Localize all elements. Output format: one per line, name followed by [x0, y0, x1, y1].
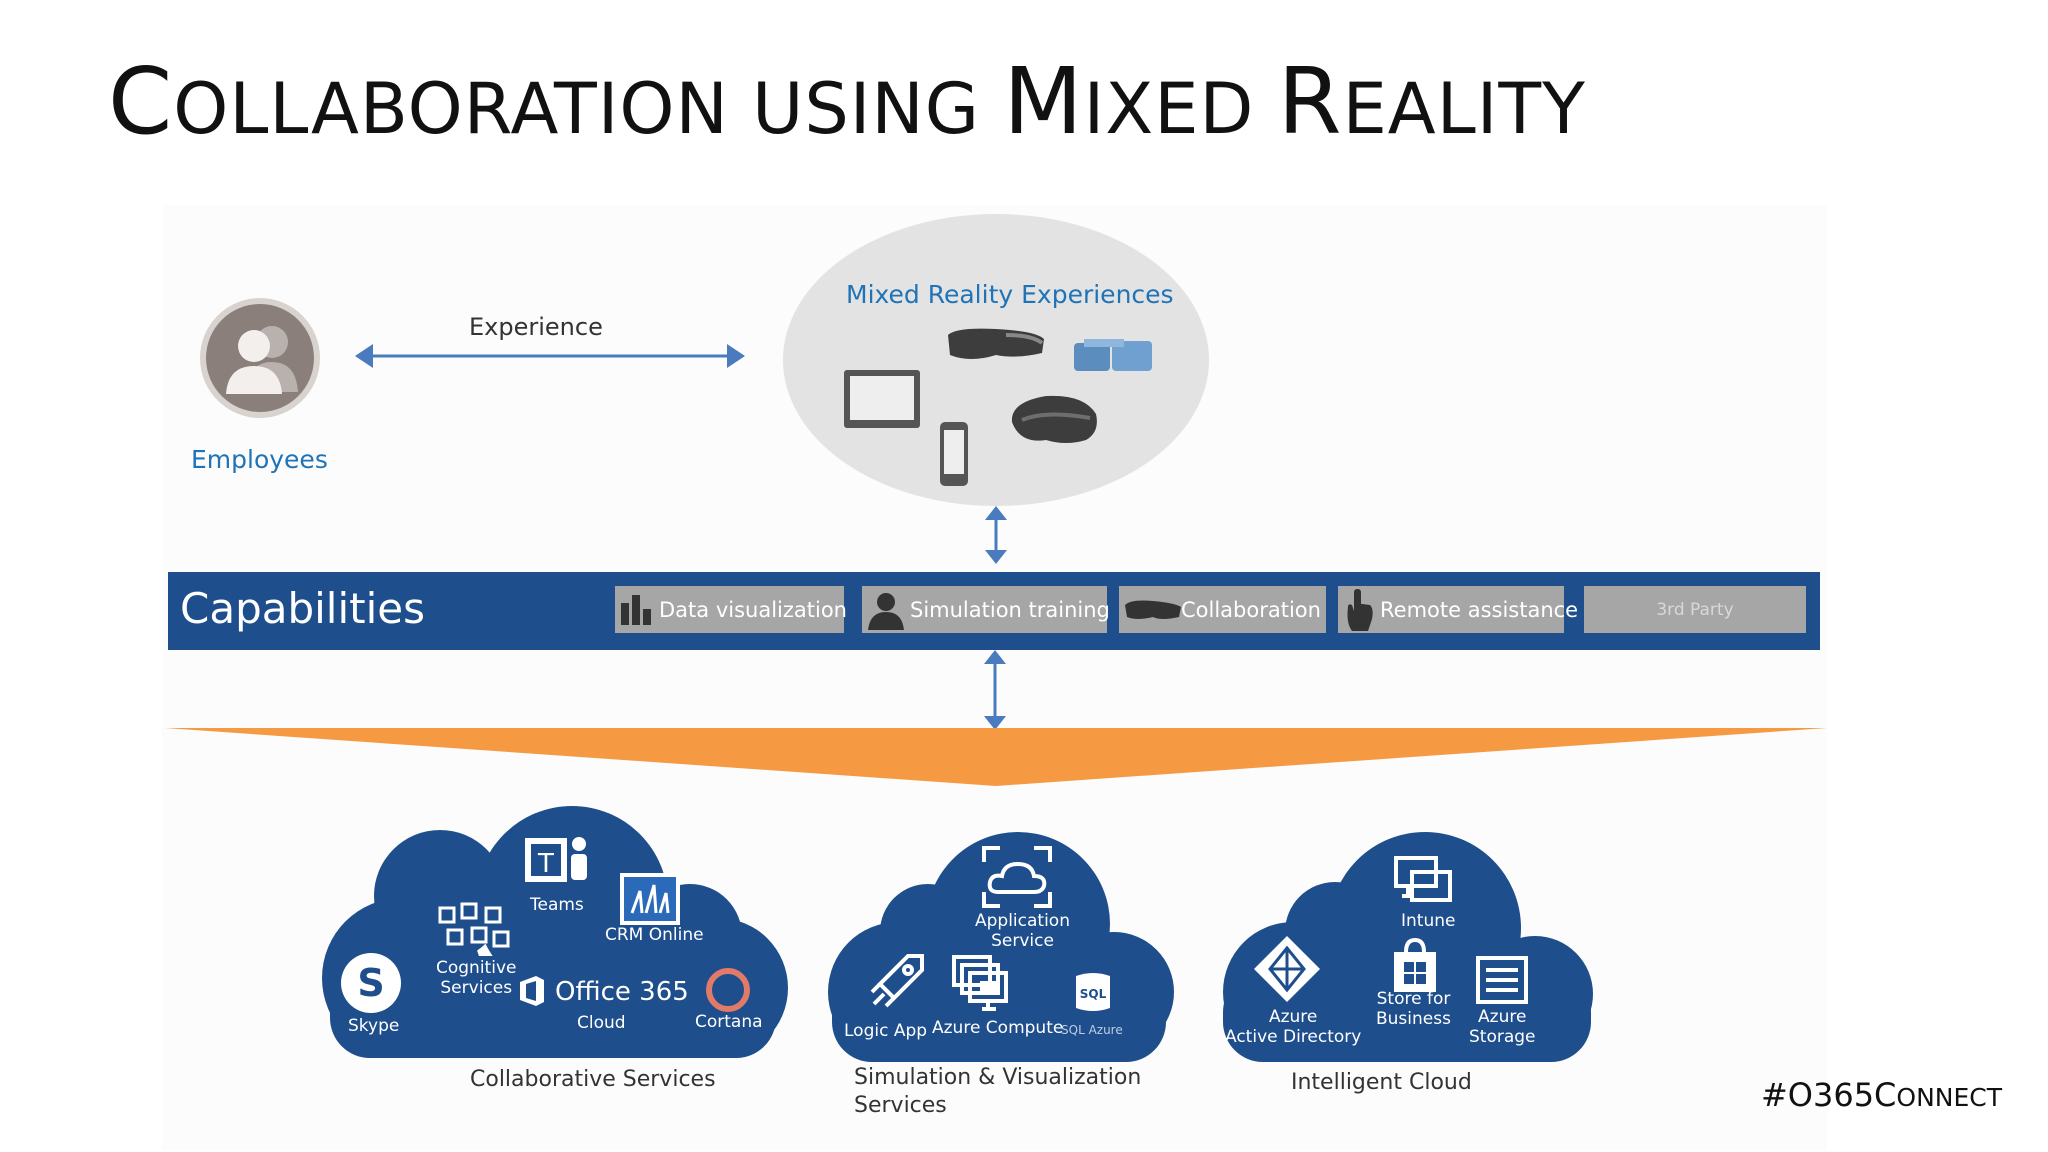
application-service-icon	[982, 846, 1052, 908]
azure-active-directory-label: Azure Active Directory	[1225, 1007, 1362, 1047]
collaborative-cloud	[322, 806, 788, 1058]
cortana-label: Cortana	[695, 1012, 763, 1032]
office365-label: Office 365	[555, 977, 689, 1007]
simulation-cloud	[828, 832, 1174, 1062]
azure-compute-label: Azure Compute	[932, 1018, 1064, 1038]
intelligent-cloud-label: Intelligent Cloud	[1291, 1070, 1472, 1095]
cortana-icon	[706, 968, 750, 1012]
logic-app-icon	[870, 954, 924, 1008]
chip-simulation-training[interactable]: Simulation training	[862, 586, 1110, 633]
headset-icon	[1125, 590, 1181, 630]
collaborative-services-label: Collaborative Services	[470, 1067, 716, 1092]
chip-data-visualization[interactable]: Data visualization	[615, 586, 847, 633]
cognitive-services-icon	[438, 902, 510, 948]
mixed-reality-label: Mixed Reality Experiences	[846, 280, 1174, 309]
skype-label: Skype	[348, 1016, 400, 1036]
capabilities-title: Capabilities	[180, 584, 425, 633]
svg-text:SQL: SQL	[1080, 987, 1107, 1001]
employees-label: Employees	[191, 445, 328, 474]
page-title: COLLABORATION USING MIXED REALITY	[108, 48, 1586, 155]
orange-funnel	[165, 728, 1827, 786]
svg-text:S: S	[357, 961, 384, 1005]
experience-label: Experience	[469, 313, 603, 341]
chip-label: Data visualization	[659, 597, 847, 622]
phone-icon	[940, 422, 968, 486]
chip-label: Simulation training	[910, 597, 1110, 622]
experience-arrow	[355, 344, 745, 368]
azure-storage-label: Azure Storage	[1469, 1007, 1536, 1047]
mixed-reality-ellipse	[783, 214, 1209, 506]
hashtag-label: #O365CONNECT	[1760, 1076, 2002, 1114]
logic-app-label: Logic App	[844, 1021, 928, 1041]
chip-label: 3rd Party	[1656, 599, 1734, 620]
teams-label: Teams	[530, 895, 584, 915]
vertical-arrow-top	[985, 506, 1007, 564]
chip-remote-assistance[interactable]: Remote assistance	[1338, 586, 1578, 633]
crm-online-label: CRM Online	[605, 925, 704, 945]
azure-storage-icon	[1476, 956, 1528, 1004]
teams-icon: T	[525, 837, 587, 882]
chip-3rd-party[interactable]: 3rd Party	[1584, 586, 1806, 633]
azure-compute-icon	[952, 955, 1008, 1011]
hololens-icon	[948, 328, 1044, 359]
crm-online-icon	[620, 873, 680, 925]
chip-collaboration[interactable]: Collaboration	[1119, 586, 1326, 633]
intune-icon	[1394, 856, 1452, 902]
store-for-business-icon	[1394, 937, 1436, 992]
sql-azure-label: SQL Azure	[1061, 1023, 1123, 1037]
tablet-icon	[844, 370, 920, 428]
hand-pointer-icon	[1344, 588, 1374, 631]
chip-label: Remote assistance	[1380, 597, 1579, 622]
skype-icon: S	[341, 953, 401, 1013]
vr-headset-icon	[1074, 339, 1152, 371]
intune-label: Intune	[1401, 911, 1456, 931]
store-for-business-label: Store for Business	[1376, 989, 1451, 1029]
person-icon	[868, 590, 904, 630]
employees-icon	[200, 298, 320, 418]
azure-active-directory-icon	[1254, 936, 1320, 1002]
capabilities-bar: Capabilities Data visualization Simulati…	[168, 572, 1820, 650]
vertical-arrow-bottom	[984, 650, 1006, 730]
sql-azure-icon: SQL	[1076, 973, 1110, 1011]
cognitive-services-label: Cognitive Services	[436, 958, 517, 998]
application-service-label: Application Service	[975, 911, 1070, 951]
simulation-services-label: Simulation & Visualization Services	[854, 1065, 1142, 1118]
bar-chart-icon	[621, 590, 653, 630]
office365-icon	[520, 976, 544, 1006]
svg-text:T: T	[537, 849, 554, 879]
chip-label: Collaboration	[1181, 597, 1321, 622]
mr-headset-icon	[1011, 395, 1097, 443]
office365-cloud-label: Cloud	[577, 1013, 626, 1033]
